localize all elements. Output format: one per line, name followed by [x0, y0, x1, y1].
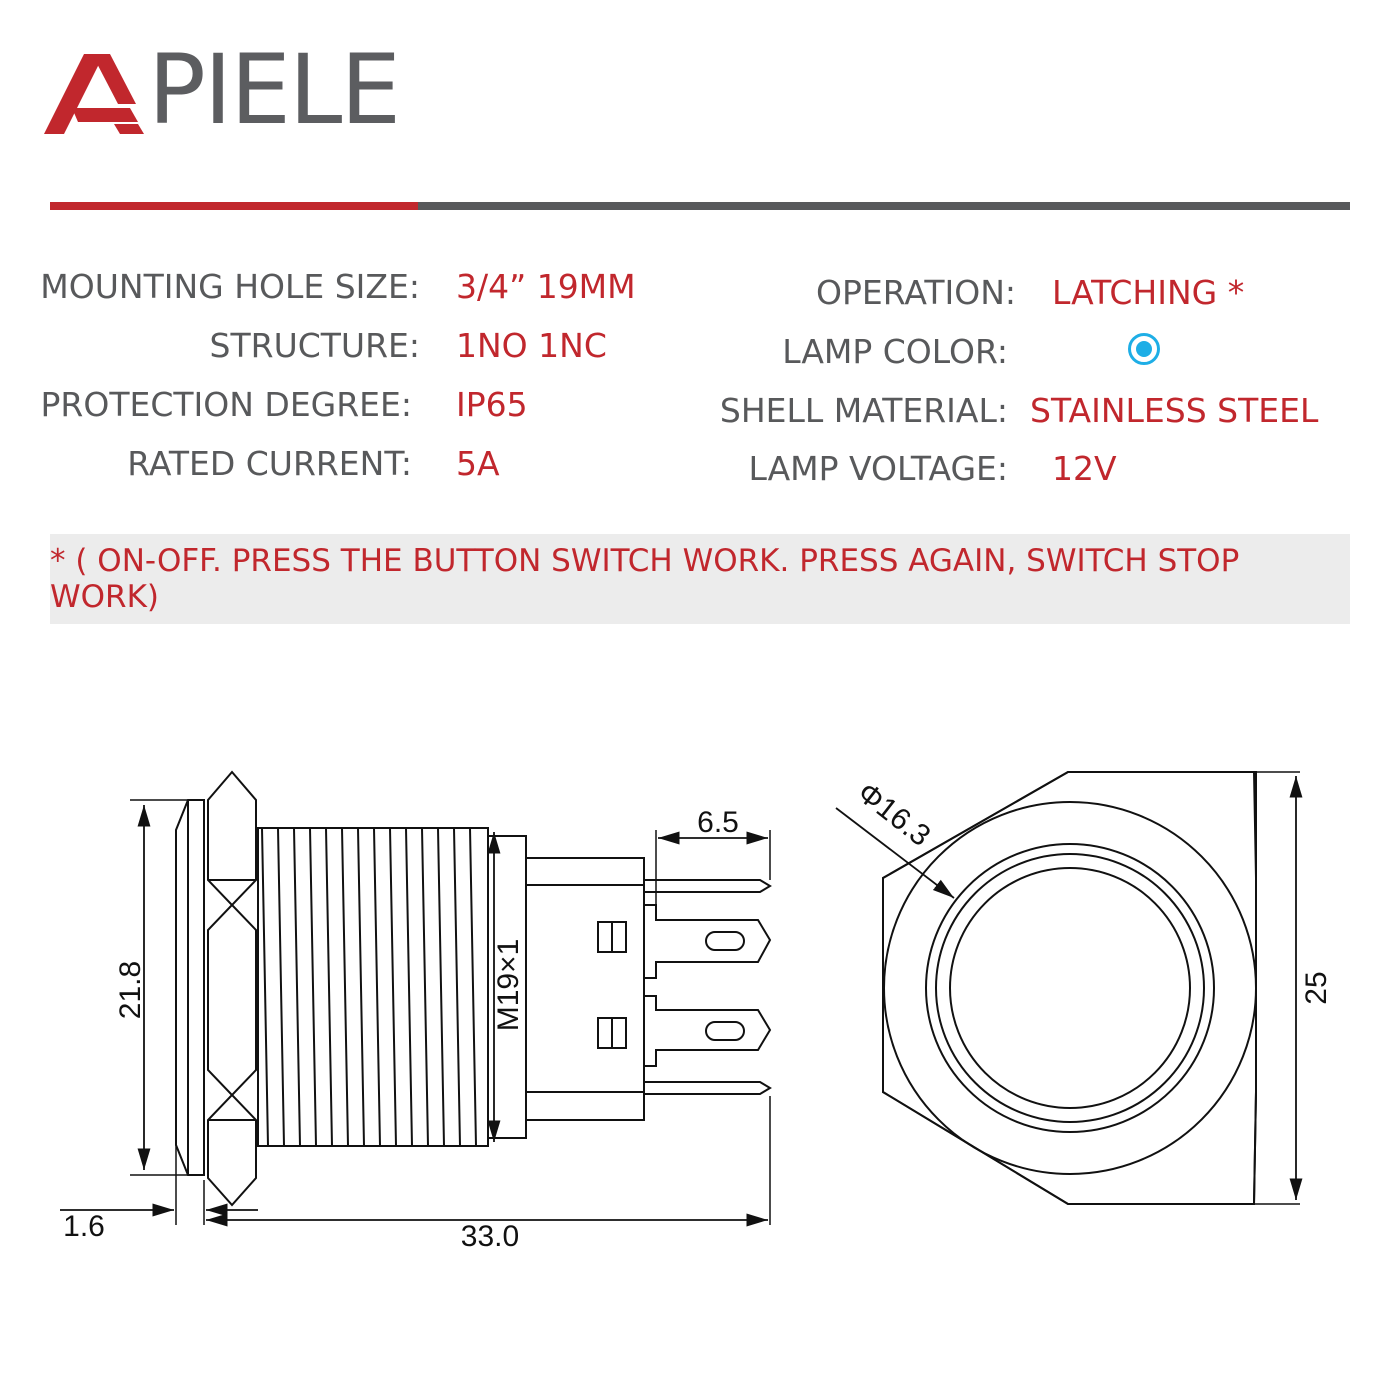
spec-value-shell: STAINLESS STEEL	[1030, 391, 1319, 430]
spec-label-protection: PROTECTION DEGREE:	[40, 385, 412, 424]
spec-label-lamp-color: LAMP COLOR:	[782, 332, 1008, 371]
lamp-color-blue-dot	[1128, 333, 1160, 365]
dim-terminal: 6.5	[697, 806, 739, 839]
dim-thread: M19×1	[492, 939, 525, 1032]
spec-value-structure: 1NO 1NC	[456, 326, 607, 365]
latching-note-box: * ( ON-OFF. PRESS THE BUTTON SWITCH WORK…	[50, 534, 1350, 624]
logo-a-mark	[44, 54, 144, 134]
spec-label-operation: OPERATION:	[816, 273, 1016, 312]
dim-hex: 25	[1300, 971, 1333, 1004]
brand-name: PIELE	[148, 34, 401, 146]
dim-diameter: Φ16.3	[851, 776, 936, 853]
latching-note-text: * ( ON-OFF. PRESS THE BUTTON SWITCH WORK…	[50, 543, 1240, 615]
spec-value-protection: IP65	[456, 385, 528, 424]
spec-label-voltage: LAMP VOLTAGE:	[748, 449, 1008, 488]
brand-logo	[44, 46, 384, 138]
divider-accent	[50, 202, 418, 210]
dim-length: 33.0	[461, 1220, 519, 1253]
spec-label-current: RATED CURRENT:	[127, 444, 412, 483]
front-outer-ring	[883, 801, 1257, 1175]
dim-flange: 1.6	[63, 1210, 105, 1243]
thread-lines	[261, 827, 477, 1147]
spec-value-current: 5A	[456, 444, 500, 483]
terminal-bottom	[644, 1081, 772, 1095]
front-button	[949, 867, 1191, 1109]
thread-body	[257, 827, 489, 1147]
side-view	[130, 770, 772, 1225]
spec-value-voltage: 12V	[1052, 449, 1117, 488]
spec-label-structure: STRUCTURE:	[209, 326, 420, 365]
front-dimensions	[835, 776, 1303, 1200]
terminal-top	[644, 879, 772, 893]
spec-label-mounting: MOUNTING HOLE SIZE:	[40, 267, 420, 306]
switch-body	[525, 857, 645, 1121]
side-dimensions	[60, 805, 768, 1227]
spec-value-mounting: 3/4” 19MM	[456, 267, 636, 306]
terminal-upper	[644, 904, 772, 979]
spec-label-shell: SHELL MATERIAL:	[719, 391, 1008, 430]
header-divider	[50, 202, 1350, 210]
front-inner-ring	[935, 853, 1205, 1123]
dim-height: 21.8	[114, 961, 147, 1019]
terminal-lower	[644, 995, 772, 1067]
hex-nut	[207, 770, 257, 1207]
spec-value-operation: LATCHING *	[1052, 273, 1245, 312]
front-hex-nut	[882, 771, 1257, 1205]
front-bezel	[925, 843, 1215, 1133]
button-cap	[175, 799, 205, 1176]
front-view	[882, 771, 1300, 1205]
